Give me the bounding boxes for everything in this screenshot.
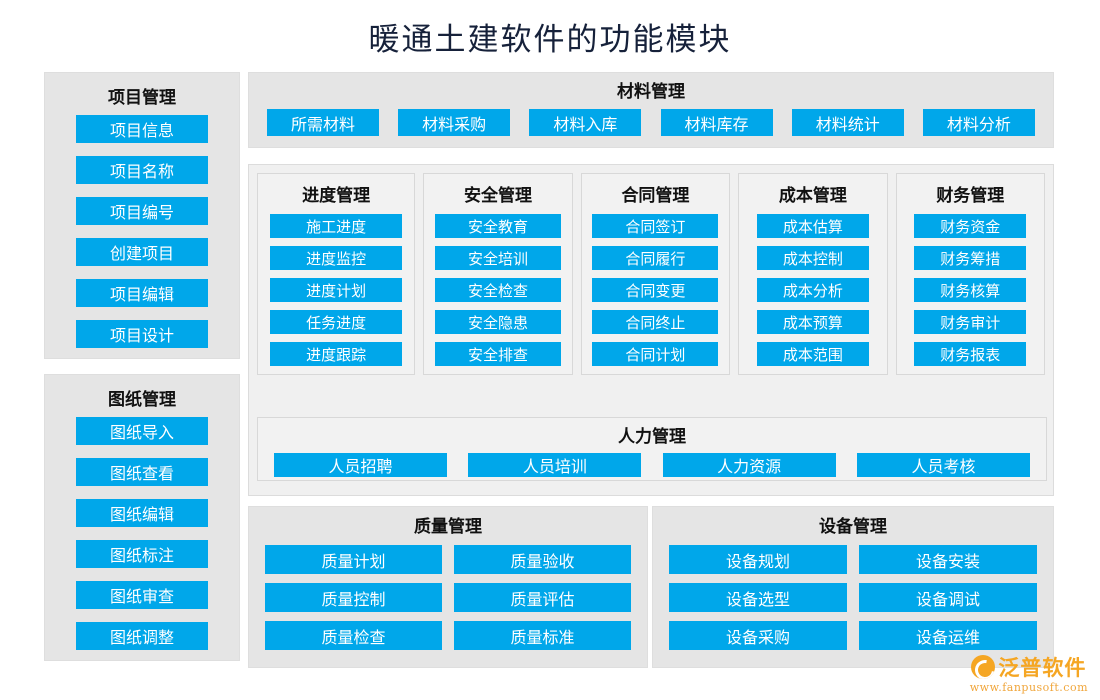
button-cost-estimate[interactable]: 成本估算	[756, 214, 869, 238]
button-material-purchase[interactable]: 材料采购	[398, 109, 511, 136]
panel-finance-management: 财务管理 财务资金 财务筹措 财务核算 财务审计 财务报表	[895, 173, 1046, 375]
button-equipment-planning[interactable]: 设备规划	[669, 545, 847, 574]
button-project-edit[interactable]: 项目编辑	[76, 279, 208, 307]
panel-equipment-management: 设备管理 设备规划 设备安装 设备选型 设备调试 设备采购 设备运维	[652, 506, 1054, 668]
panel-quality-management: 质量管理 质量计划 质量验收 质量控制 质量评估 质量检查 质量标准	[248, 506, 648, 668]
button-safety-screening[interactable]: 安全排查	[435, 342, 561, 366]
panel-project-management: 项目管理 项目信息 项目名称 项目编号 创建项目 项目编辑 项目设计	[44, 72, 240, 359]
button-quality-plan[interactable]: 质量计划	[265, 545, 442, 574]
logo-website-url: www.fanpusoft.com	[969, 681, 1088, 694]
panel-title-human-resource-management: 人力管理	[618, 427, 686, 447]
button-finance-fundraising[interactable]: 财务筹措	[914, 246, 1027, 270]
button-quality-standard[interactable]: 质量标准	[454, 621, 631, 650]
button-cost-scope[interactable]: 成本范围	[756, 342, 869, 366]
button-safety-training[interactable]: 安全培训	[435, 246, 561, 270]
button-equipment-purchase[interactable]: 设备采购	[669, 621, 847, 650]
button-project-design[interactable]: 项目设计	[76, 320, 208, 348]
brand-logo: 泛普软件 www.fanpusoft.com	[970, 652, 1088, 694]
button-cost-analysis[interactable]: 成本分析	[756, 278, 869, 302]
panel-human-resource-management: 人力管理 人员招聘 人员培训 人力资源 人员考核	[257, 417, 1047, 481]
button-progress-monitor[interactable]: 进度监控	[270, 246, 403, 270]
button-safety-inspection[interactable]: 安全检查	[435, 278, 561, 302]
button-project-create[interactable]: 创建项目	[76, 238, 208, 266]
button-equipment-debugging[interactable]: 设备调试	[859, 583, 1037, 612]
panel-title-finance-management: 财务管理	[936, 186, 1005, 206]
panel-progress-management: 进度管理 施工进度 进度监控 进度计划 任务进度 进度跟踪	[257, 173, 416, 375]
button-cost-budget[interactable]: 成本预算	[756, 310, 869, 334]
button-drawing-adjust[interactable]: 图纸调整	[76, 622, 208, 650]
button-progress-tracking[interactable]: 进度跟踪	[270, 342, 403, 366]
button-project-info[interactable]: 项目信息	[76, 115, 208, 143]
quality-button-grid: 质量计划 质量验收 质量控制 质量评估 质量检查 质量标准	[249, 545, 647, 650]
button-required-material[interactable]: 所需材料	[267, 109, 379, 136]
panel-core-modules: 进度管理 施工进度 进度监控 进度计划 任务进度 进度跟踪 安全管理 安全教育 …	[248, 164, 1054, 496]
hr-button-row: 人员招聘 人员培训 人力资源 人员考核	[258, 453, 1046, 477]
button-drawing-import[interactable]: 图纸导入	[76, 417, 208, 445]
button-contract-change[interactable]: 合同变更	[592, 278, 719, 302]
panel-title-cost-management: 成本管理	[778, 186, 847, 206]
button-quality-inspection[interactable]: 质量检查	[265, 621, 442, 650]
button-task-progress[interactable]: 任务进度	[270, 310, 403, 334]
core-module-column-row: 进度管理 施工进度 进度监控 进度计划 任务进度 进度跟踪 安全管理 安全教育 …	[249, 165, 1053, 375]
button-equipment-maintenance[interactable]: 设备运维	[859, 621, 1037, 650]
panel-title-progress-management: 进度管理	[302, 186, 371, 206]
panel-material-management: 材料管理 所需材料 材料采购 材料入库 材料库存 材料统计 材料分析	[248, 72, 1054, 148]
button-material-analysis[interactable]: 材料分析	[922, 109, 1035, 136]
logo-brand-text: 泛普软件	[998, 655, 1087, 680]
panel-title-contract-management: 合同管理	[621, 186, 690, 206]
panel-title-quality-management: 质量管理	[414, 517, 482, 537]
button-drawing-annotate[interactable]: 图纸标注	[76, 540, 208, 568]
panel-title-safety-management: 安全管理	[464, 186, 532, 206]
button-project-name[interactable]: 项目名称	[76, 156, 208, 184]
logo-main: 泛普软件	[971, 652, 1086, 682]
button-human-resources[interactable]: 人力资源	[662, 453, 836, 477]
panel-cost-management: 成本管理 成本估算 成本控制 成本分析 成本预算 成本范围	[738, 173, 888, 375]
button-staff-assessment[interactable]: 人员考核	[856, 453, 1030, 477]
button-material-inventory[interactable]: 材料库存	[660, 109, 773, 136]
button-material-inbound[interactable]: 材料入库	[529, 109, 642, 136]
button-finance-report[interactable]: 财务报表	[914, 342, 1027, 366]
button-project-number[interactable]: 项目编号	[76, 197, 208, 225]
button-finance-accounting[interactable]: 财务核算	[914, 278, 1027, 302]
button-equipment-installation[interactable]: 设备安装	[859, 545, 1037, 574]
panel-drawing-management: 图纸管理 图纸导入 图纸查看 图纸编辑 图纸标注 图纸审查 图纸调整	[44, 374, 240, 661]
button-contract-signing[interactable]: 合同签订	[592, 214, 719, 238]
button-drawing-view[interactable]: 图纸查看	[76, 458, 208, 486]
button-finance-funds[interactable]: 财务资金	[914, 214, 1027, 238]
button-quality-control[interactable]: 质量控制	[265, 583, 442, 612]
button-staff-recruitment[interactable]: 人员招聘	[274, 453, 447, 477]
button-construction-progress[interactable]: 施工进度	[270, 214, 403, 238]
button-finance-audit[interactable]: 财务审计	[914, 310, 1027, 334]
page-title: 暖通土建软件的功能模块	[368, 22, 732, 58]
button-material-statistics[interactable]: 材料统计	[791, 109, 904, 136]
button-contract-performance[interactable]: 合同履行	[592, 246, 719, 270]
button-safety-hazard[interactable]: 安全隐患	[435, 310, 561, 334]
button-equipment-selection[interactable]: 设备选型	[669, 583, 847, 612]
panel-contract-management: 合同管理 合同签订 合同履行 合同变更 合同终止 合同计划	[580, 173, 731, 375]
material-button-row: 所需材料 材料采购 材料入库 材料库存 材料统计 材料分析	[249, 109, 1053, 136]
panel-safety-management: 安全管理 安全教育 安全培训 安全检查 安全隐患 安全排查	[423, 173, 573, 375]
panel-title-drawing-management: 图纸管理	[108, 390, 176, 410]
button-staff-training[interactable]: 人员培训	[468, 453, 642, 477]
button-contract-plan[interactable]: 合同计划	[592, 342, 719, 366]
button-safety-education[interactable]: 安全教育	[435, 214, 561, 238]
button-progress-plan[interactable]: 进度计划	[270, 278, 403, 302]
button-cost-control[interactable]: 成本控制	[756, 246, 869, 270]
button-drawing-edit[interactable]: 图纸编辑	[76, 499, 208, 527]
panel-title-material-management: 材料管理	[617, 82, 685, 102]
panel-title-project-management: 项目管理	[108, 88, 176, 108]
button-quality-acceptance[interactable]: 质量验收	[454, 545, 631, 574]
button-contract-termination[interactable]: 合同终止	[592, 310, 719, 334]
panel-title-equipment-management: 设备管理	[819, 517, 887, 537]
swirl-icon	[971, 655, 996, 679]
button-drawing-review[interactable]: 图纸审查	[76, 581, 208, 609]
equipment-button-grid: 设备规划 设备安装 设备选型 设备调试 设备采购 设备运维	[653, 545, 1053, 650]
button-quality-evaluation[interactable]: 质量评估	[454, 583, 631, 612]
